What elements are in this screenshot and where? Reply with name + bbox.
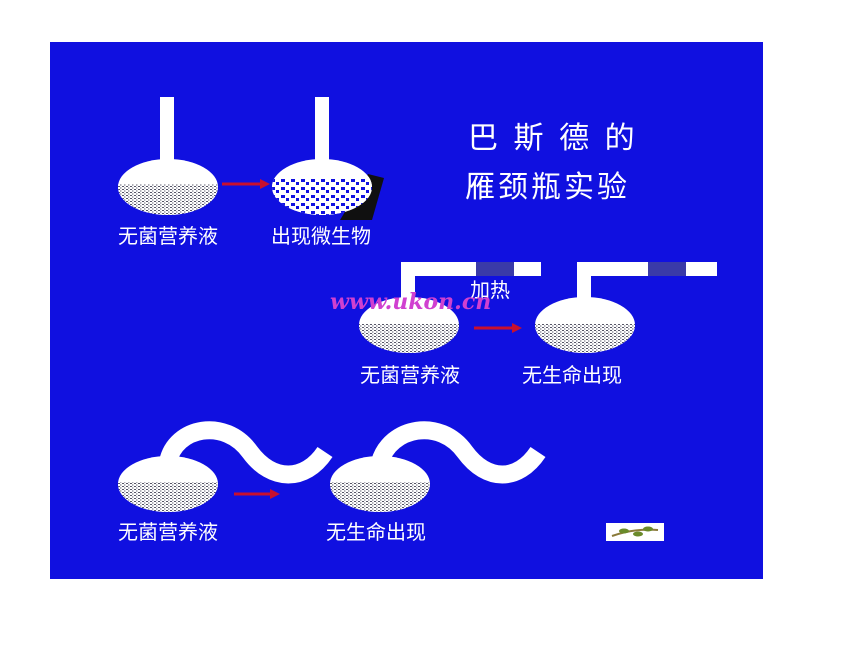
bent-neck-flask-result <box>535 262 717 353</box>
slide: 巴 斯 德 的 雁颈瓶实验 无菌营养液 出现微生物 加热 www.ukon.cn… <box>50 42 763 579</box>
row2-label-left: 无菌营养液 <box>360 363 460 387</box>
row2-heat-label: 加热 <box>470 278 510 302</box>
title-line-2: 雁颈瓶实验 <box>465 170 630 205</box>
straight-neck-flask-contaminated <box>272 97 384 220</box>
row2-label-right: 无生命出现 <box>522 363 622 387</box>
title-line-1: 巴 斯 德 的 <box>468 121 638 156</box>
straight-neck-flask-sterile <box>118 97 218 215</box>
diagram-canvas <box>118 97 717 541</box>
row3-label-right: 无生命出现 <box>326 520 426 544</box>
arrow-row1 <box>222 179 270 189</box>
bent-neck-flask-heated <box>359 262 541 353</box>
watermark: www.ukon.cn <box>330 289 492 315</box>
swan-neck-flask-sterile <box>118 421 333 512</box>
row1-label-right: 出现微生物 <box>271 224 371 248</box>
row1-label-left: 无菌营养液 <box>118 224 218 248</box>
swan-neck-flask-result <box>330 421 546 512</box>
arrow-row2 <box>474 323 522 333</box>
plant-sprig-icon <box>606 523 664 541</box>
arrow-row3 <box>234 489 280 499</box>
row3-label-left: 无菌营养液 <box>118 520 218 544</box>
